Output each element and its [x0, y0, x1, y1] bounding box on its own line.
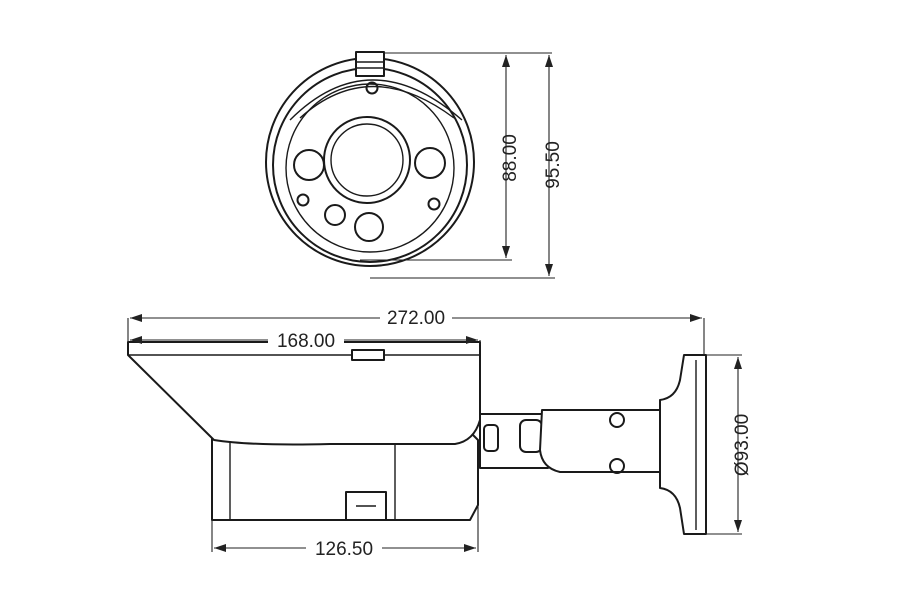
side-cable-gland [483, 424, 499, 452]
front-dimensions: 88.00 95.50 [360, 52, 564, 279]
dimension-total-length: 272.00 [387, 308, 445, 329]
front-screw-top [365, 81, 379, 95]
front-screw-right [427, 197, 441, 211]
dimension-front-inner-height: 88.00 [500, 134, 521, 182]
dimension-hood-length: 168.00 [277, 331, 335, 352]
front-shield-arc [289, 79, 463, 121]
dimension-body-length: 126.50 [315, 539, 373, 560]
front-shield-arc-inner [299, 85, 455, 119]
side-mount-plate [659, 354, 707, 535]
dimension-front-outer-height: 95.50 [543, 141, 564, 189]
front-ir-led-left [293, 149, 325, 181]
side-arm-nut [519, 419, 543, 453]
front-face-ring [272, 67, 468, 263]
front-sensor [324, 204, 346, 226]
front-inner-ring [285, 83, 455, 253]
front-ir-led-bottom [354, 212, 384, 242]
side-bracket-screw-bottom [609, 458, 625, 474]
front-top-clip [355, 51, 385, 77]
side-view [127, 341, 707, 535]
side-sun-shield [127, 341, 481, 446]
side-bracket-joint [539, 409, 669, 473]
side-dimensions: 272.00 168.00 126.50 Ø93.00 [127, 304, 753, 560]
front-lens-inner [330, 123, 404, 197]
side-top-clip [351, 349, 385, 361]
side-bracket-screw-top [609, 412, 625, 428]
front-outer-ring [265, 57, 475, 267]
front-view [265, 51, 475, 267]
front-lens-outer [323, 116, 411, 204]
front-ir-led-right [414, 147, 446, 179]
dimension-mount-diameter: Ø93.00 [732, 414, 753, 476]
front-screw-left [296, 193, 310, 207]
